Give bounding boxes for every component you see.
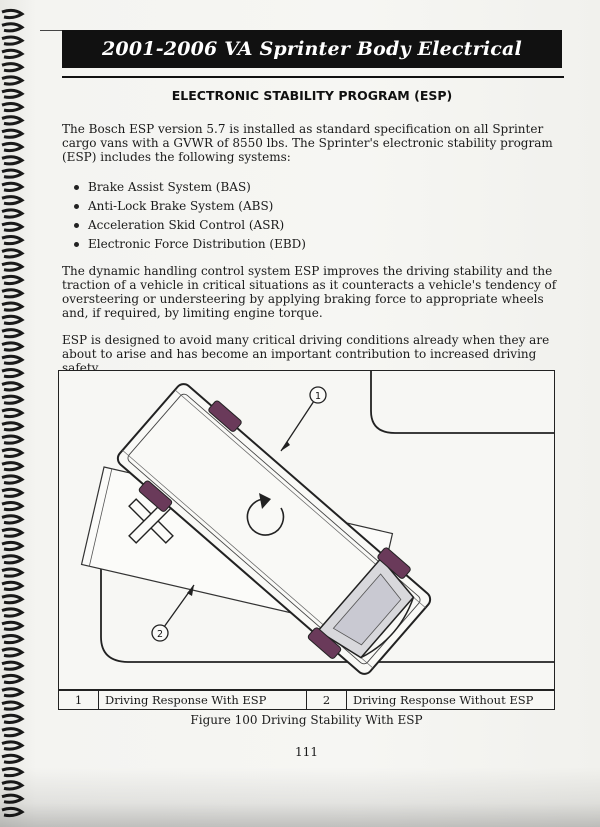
- callout-2-label: 2: [157, 629, 163, 640]
- spiral-ring: [1, 540, 25, 552]
- spiral-ring: [1, 447, 25, 458]
- spiral-ring: [1, 487, 25, 498]
- spiral-ring: [1, 48, 25, 59]
- spiral-ring: [1, 288, 25, 299]
- spiral-ring: [1, 35, 25, 46]
- spiral-ring: [1, 474, 25, 485]
- section-title: ELECTRONIC STABILITY PROGRAM (ESP): [171, 88, 453, 103]
- spiral-ring: [1, 181, 25, 192]
- spiral-ring: [1, 607, 25, 618]
- spiral-ring: [1, 22, 25, 33]
- spiral-ring: [1, 354, 25, 365]
- van-with-esp: [116, 383, 432, 675]
- spiral-ring: [1, 235, 25, 246]
- yaw-rotation-icon: [246, 493, 285, 536]
- bullet-icon: [74, 185, 79, 190]
- spiral-ring: [1, 580, 25, 591]
- spiral-ring: [1, 767, 25, 778]
- spiral-ring: [1, 394, 25, 405]
- spiral-ring: [1, 740, 25, 751]
- spiral-ring: [1, 314, 25, 325]
- list-item: Brake Assist System (BAS): [74, 178, 306, 197]
- page-number: 111: [295, 745, 318, 759]
- spiral-ring: [1, 554, 25, 565]
- spiral-ring: [1, 261, 25, 272]
- spiral-ring: [1, 713, 25, 724]
- systems-list: Brake Assist System (BAS) Anti-Lock Brak…: [74, 178, 306, 254]
- list-item: Electronic Force Distribution (EBD): [74, 235, 306, 254]
- spiral-ring: [1, 660, 25, 671]
- legend-number-2: 2: [307, 691, 347, 709]
- spiral-ring: [1, 301, 25, 312]
- spiral-ring: [1, 88, 25, 99]
- spiral-ring: [1, 141, 25, 153]
- spiral-binding: [1, 8, 25, 818]
- spiral-ring: [1, 647, 25, 658]
- spiral-ring: [1, 368, 25, 379]
- spiral-ring: [1, 75, 25, 86]
- spiral-ring: [1, 168, 25, 179]
- spiral-ring: [1, 727, 25, 738]
- spiral-ring: [1, 248, 25, 259]
- legend-label-2: Driving Response Without ESP: [353, 693, 534, 707]
- spiral-ring: [1, 806, 25, 818]
- spiral-ring: [1, 155, 25, 166]
- spiral-ring: [1, 407, 25, 419]
- figure-diagram: 1 2: [58, 370, 555, 690]
- spiral-ring: [1, 434, 25, 445]
- list-item: Anti-Lock Brake System (ABS): [74, 197, 306, 216]
- figure-legend: 1 Driving Response With ESP 2 Driving Re…: [58, 690, 555, 710]
- spiral-ring: [1, 780, 25, 791]
- spiral-ring: [1, 328, 25, 339]
- handling-paragraph: The dynamic handling control system ESP …: [62, 264, 557, 320]
- spiral-ring: [1, 208, 25, 219]
- spiral-ring: [1, 102, 25, 113]
- legend-label-1: Driving Response With ESP: [99, 691, 307, 709]
- spiral-ring: [1, 115, 25, 126]
- spiral-ring: [1, 700, 25, 711]
- bullet-icon: [74, 223, 79, 228]
- callout-1-label: 1: [315, 391, 321, 402]
- spiral-ring: [1, 421, 25, 432]
- page-bottom-shadow: [0, 767, 600, 827]
- spiral-ring: [1, 634, 25, 645]
- bullet-icon: [74, 204, 79, 209]
- road-edge-top: [370, 371, 554, 434]
- header-band: 2001-2006 VA Sprinter Body Electrical: [62, 30, 562, 68]
- spiral-ring: [1, 501, 25, 512]
- spiral-ring: [1, 620, 25, 631]
- spiral-ring: [1, 128, 25, 139]
- road-edge-bottom: [100, 551, 554, 663]
- spiral-ring: [1, 62, 25, 73]
- spiral-ring: [1, 687, 25, 698]
- figure-caption: Figure 100 Driving Stability With ESP: [190, 713, 423, 727]
- bullet-icon: [74, 242, 79, 247]
- spiral-ring: [1, 753, 25, 764]
- header-corner-line: [40, 30, 62, 31]
- spiral-ring: [1, 673, 25, 685]
- intro-paragraph: The Bosch ESP version 5.7 is installed a…: [62, 122, 553, 164]
- spiral-ring: [1, 341, 25, 352]
- spiral-ring: [1, 514, 25, 525]
- legend-number-1: 1: [59, 691, 99, 709]
- header-title: 2001-2006 VA Sprinter Body Electrical: [102, 38, 522, 60]
- list-item: Acceleration Skid Control (ASR): [74, 216, 306, 235]
- callout-2: [151, 624, 169, 642]
- header-rule: [62, 76, 564, 78]
- spiral-ring: [1, 594, 25, 605]
- spiral-ring: [1, 527, 25, 538]
- spiral-ring: [1, 274, 25, 286]
- spiral-ring: [1, 195, 25, 206]
- spiral-ring: [1, 793, 25, 804]
- spiral-ring: [1, 221, 25, 232]
- driving-stability-illustration: 1 2: [80, 371, 554, 675]
- safety-paragraph: ESP is designed to avoid many critical d…: [62, 333, 550, 375]
- spiral-ring: [1, 8, 25, 20]
- spiral-ring: [1, 461, 25, 472]
- callout-1: [309, 386, 327, 404]
- spiral-ring: [1, 567, 25, 578]
- spiral-ring: [1, 381, 25, 392]
